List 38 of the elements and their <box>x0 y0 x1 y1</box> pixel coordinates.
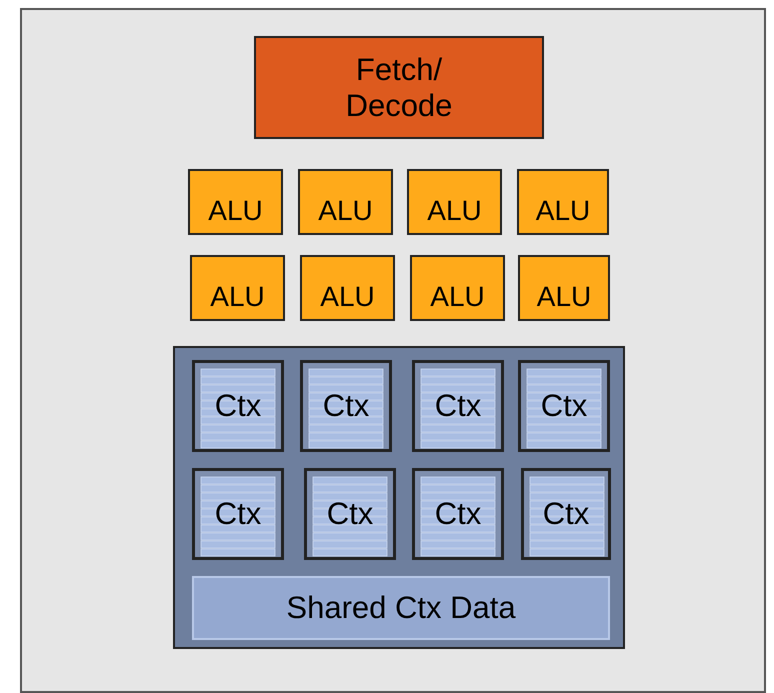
fetch-decode-block <box>254 36 544 139</box>
context-block <box>412 360 504 452</box>
core-outline <box>20 8 766 693</box>
context-block <box>521 468 611 560</box>
context-block <box>300 360 392 452</box>
block-label: Ctx <box>434 388 482 424</box>
block-label: Ctx <box>214 388 262 424</box>
block-label: Ctx <box>434 496 482 532</box>
context-block <box>412 468 504 560</box>
block-label: ALU <box>320 281 375 313</box>
alu-block <box>300 255 395 321</box>
context-block <box>518 360 610 452</box>
context-storage-panel <box>173 346 625 649</box>
block-label: Fetch/ Decode <box>344 52 454 124</box>
block-label: ALU <box>318 195 373 227</box>
alu-block <box>517 169 609 235</box>
alu-block <box>298 169 393 235</box>
shared-context-block <box>192 576 610 640</box>
block-label: Ctx <box>542 496 590 532</box>
block-label: ALU <box>427 195 482 227</box>
block-label: Ctx <box>214 496 262 532</box>
block-label: Ctx <box>322 388 370 424</box>
block-label: ALU <box>536 195 590 227</box>
alu-block <box>518 255 610 321</box>
context-block <box>304 468 396 560</box>
block-label: ALU <box>210 281 265 313</box>
block-label: ALU <box>536 281 592 313</box>
block-label: ALU <box>208 195 263 227</box>
block-label: ALU <box>430 281 485 313</box>
context-block <box>192 360 284 452</box>
block-label: Shared Ctx Data <box>286 590 516 626</box>
alu-block <box>407 169 502 235</box>
block-label: Ctx <box>540 388 588 424</box>
context-block <box>192 468 284 560</box>
alu-block <box>188 169 283 235</box>
alu-block <box>410 255 505 321</box>
block-label: Ctx <box>326 496 374 532</box>
alu-block <box>190 255 285 321</box>
